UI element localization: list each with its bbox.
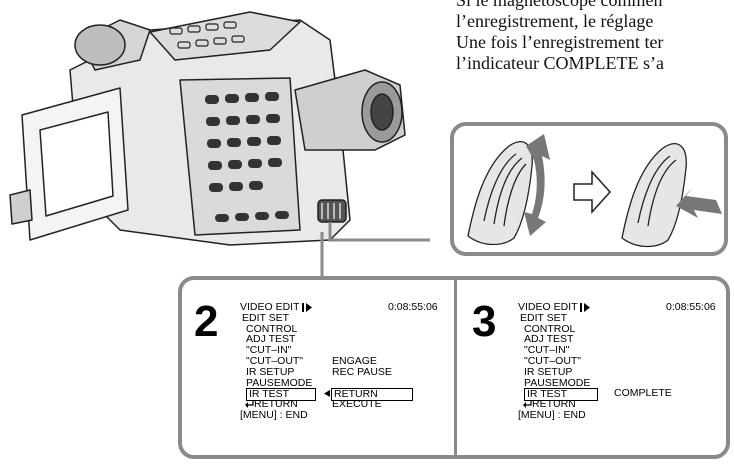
option-complete: COMPLETE: [614, 387, 672, 400]
jog-dial-diagram: [450, 122, 728, 256]
play-indicator-icon: [580, 303, 590, 312]
menu-item-adj-test: ADJ TEST: [524, 333, 574, 346]
menu-item-adj-test: ADJ TEST: [246, 333, 296, 346]
option-engage: ENGAGE: [332, 354, 377, 367]
menu-screen-step-2: VIDEO EDIT 0:08:55:06 EDIT SET CONTROL A…: [240, 302, 450, 421]
screen-title: VIDEO EDIT: [518, 301, 578, 313]
option-execute: EXECUTE: [332, 398, 382, 411]
wheel-press-illustration: [621, 143, 687, 248]
menu-item-ir-setup: IR SETUP: [246, 365, 295, 378]
menu-item-ir-test: IR TEST: [246, 388, 317, 402]
menu-screen-step-3: VIDEO EDIT 0:08:55:06 EDIT SET CONTROL A…: [518, 302, 728, 421]
screen-time: 0:08:55:06: [666, 301, 716, 313]
menu-item-pausemode: PAUSEMODE: [524, 376, 591, 389]
option-return: RETURN: [331, 388, 413, 402]
menu-item-return: RETURN: [532, 398, 576, 411]
text-line-3: Une fois l’enregistrement ter: [456, 32, 664, 52]
menu-item-cut-in: "CUT–IN": [246, 344, 292, 357]
panel-divider: [454, 276, 457, 459]
text-line-1: Si le magnétoscope commen: [456, 0, 663, 10]
menu-item-pausemode: PAUSEMODE: [246, 376, 313, 389]
menu-item-control: CONTROL: [524, 322, 576, 335]
text-line-4: l’indicateur COMPLETE s’a: [456, 53, 664, 73]
menu-end-hint: [MENU] : END: [240, 408, 308, 421]
step-panels: 2 VIDEO EDIT 0:08:55:06 EDIT SET CONTROL…: [178, 276, 730, 459]
menu-item-return: RETURN: [254, 398, 298, 411]
right-outline-arrow-icon: [573, 170, 612, 214]
menu-item-cut-out: "CUT–OUT": [246, 354, 304, 367]
rotate-arrow: [524, 134, 550, 236]
menu-item-edit-set: EDIT SET: [242, 311, 290, 324]
menu-item-control: CONTROL: [246, 322, 298, 335]
menu-end-hint: [MENU] : END: [518, 408, 586, 421]
step-number-3: 3: [472, 297, 497, 346]
wheel-rotate-illustration: [467, 141, 533, 246]
menu-item-ir-test: IR TEST: [524, 388, 599, 402]
camcorder-illustration: [9, 11, 430, 278]
menu-item-cut-out: "CUT–OUT": [524, 354, 582, 367]
press-arrow: [676, 188, 722, 218]
instruction-text: Si le magnétoscope commen l’enregistreme…: [456, 0, 734, 74]
play-indicator-icon: [302, 303, 312, 312]
left-selector-arrow-icon: [324, 390, 330, 398]
menu-item-ir-setup: IR SETUP: [524, 365, 573, 378]
menu-item-cut-in: "CUT–IN": [524, 344, 570, 357]
step-number-2: 2: [194, 297, 219, 346]
screen-title: VIDEO EDIT: [240, 301, 300, 313]
text-line-2: l’enregistrement, le réglage: [456, 11, 654, 31]
screen-time: 0:08:55:06: [388, 301, 438, 313]
option-rec-pause: REC PAUSE: [332, 365, 392, 378]
return-arrow-icon: [523, 400, 532, 409]
return-arrow-icon: [245, 400, 254, 409]
menu-item-edit-set: EDIT SET: [520, 311, 568, 324]
